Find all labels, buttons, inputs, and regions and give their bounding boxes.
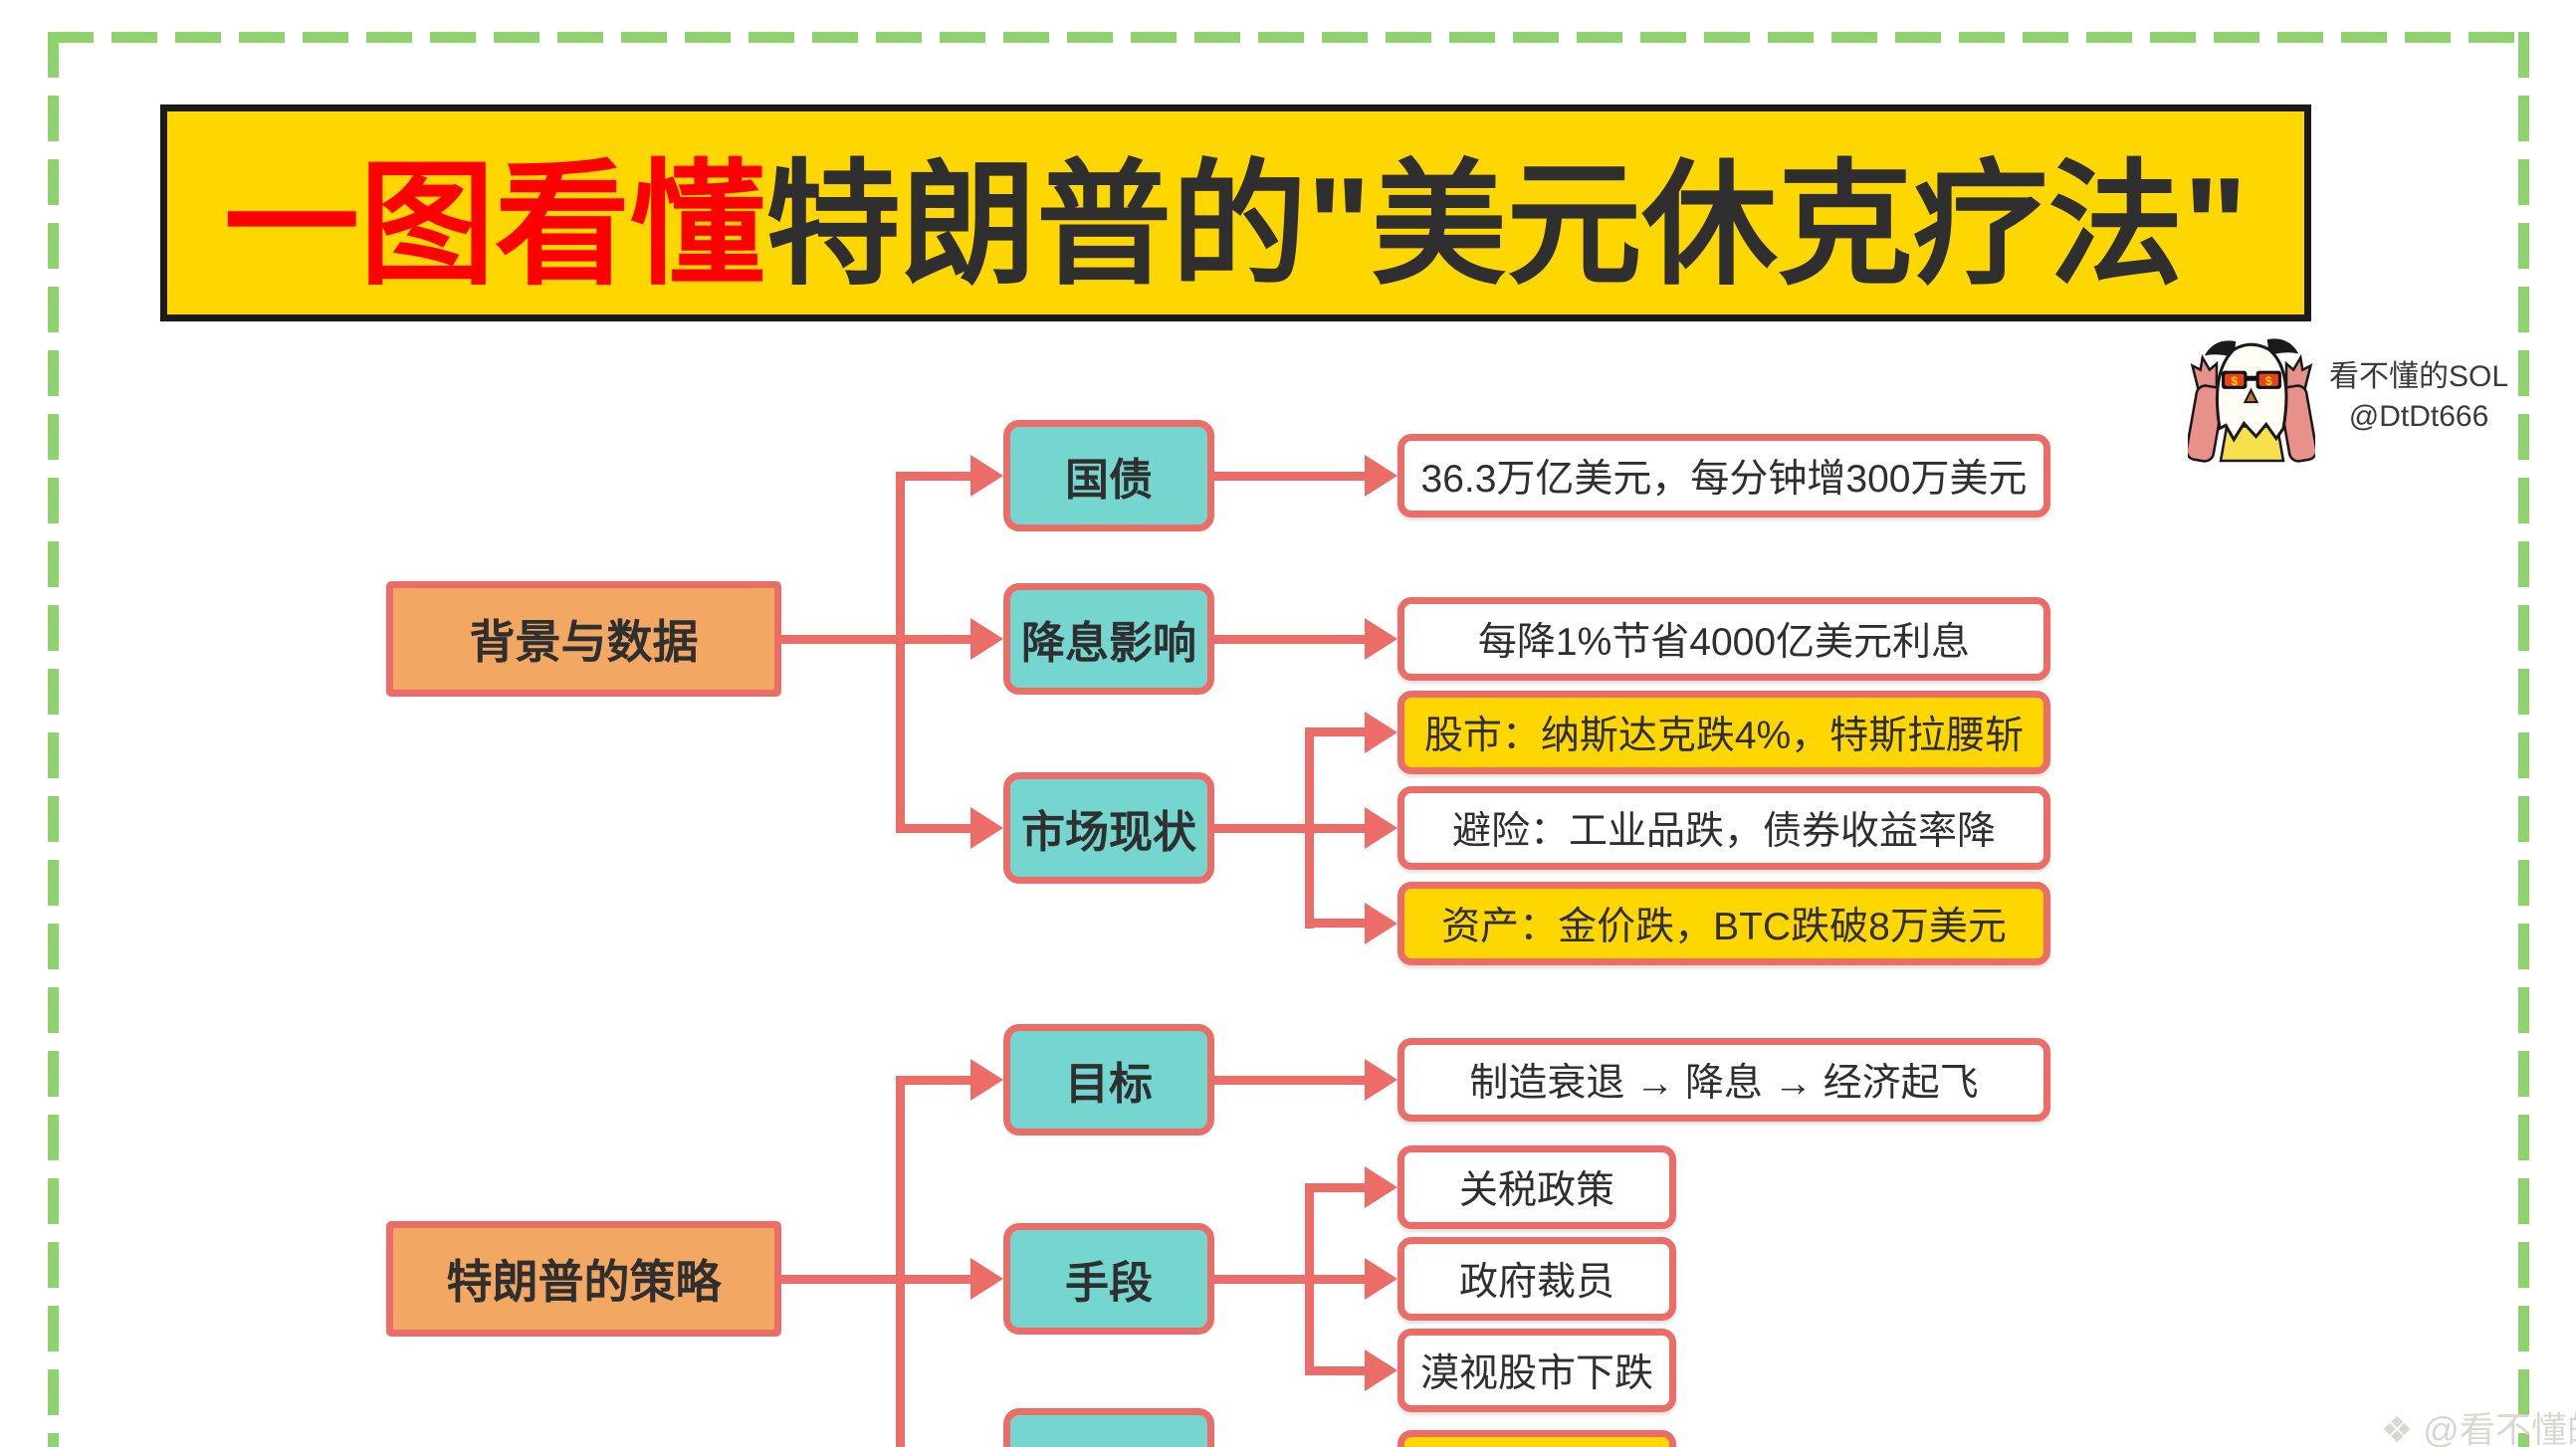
leaf-node-stock-market: 股市：纳斯达克跌4%，特斯拉腰斩 [1397, 691, 2050, 774]
author-badge: $ $ 看不懂的SOL @DtDt666 [2188, 331, 2536, 463]
author-handle: @DtDt666 [2348, 400, 2489, 433]
arrowhead-icon [1365, 618, 1397, 660]
connector-line [1210, 1076, 1368, 1085]
connector-line [900, 1076, 972, 1085]
watermark-text: @看不懂的sol [2423, 1409, 2576, 1447]
arrowhead-icon [1365, 903, 1397, 944]
arrowhead-icon [970, 455, 1003, 497]
connector-line [1309, 1183, 1367, 1192]
connector-line [1309, 824, 1367, 833]
connector-line [1309, 727, 1367, 736]
branch-node-market-status: 市场现状 [1003, 772, 1214, 884]
branch-node-rate-cut-impact: 降息影响 [1003, 583, 1214, 695]
branch-node-partial-cutoff [1003, 1408, 1214, 1447]
author-avatar: $ $ [2188, 338, 2315, 463]
watermark-logo-icon: ❖ [2381, 1409, 2414, 1447]
arrowhead-icon [1365, 1349, 1397, 1391]
arrowhead-icon [1365, 712, 1397, 753]
connector-line [1309, 1275, 1367, 1284]
avatar-sunglasses: $ $ [2222, 370, 2281, 389]
page-title: 一图看懂特朗普的"美元休克疗法" [160, 104, 2311, 321]
avatar-ear-left [2204, 340, 2237, 358]
connector-line [1210, 1275, 1314, 1284]
connector-line [776, 635, 905, 644]
leaf-node-debt-figure: 36.3万亿美元，每分钟增300万美元 [1397, 434, 2050, 517]
connector-line [900, 635, 972, 644]
connector-line [900, 1275, 972, 1284]
leaf-node-ignore-stock-drop: 漠视股市下跌 [1397, 1329, 1676, 1412]
leaf-node-gov-layoffs: 政府裁员 [1397, 1237, 1676, 1321]
arrowhead-icon [1365, 1059, 1397, 1101]
page-title-rest: 特朗普的"美元休克疗法" [765, 148, 2248, 301]
svg-text:$: $ [2265, 374, 2272, 388]
arrowhead-icon [970, 807, 1003, 849]
connector-line [1210, 635, 1368, 644]
leaf-node-rate-savings: 每降1%节省4000亿美元利息 [1397, 597, 2050, 681]
connector-line [896, 1076, 905, 1447]
author-text: 看不懂的SOL @DtDt666 [2329, 357, 2508, 437]
avatar-arms [2188, 353, 2315, 463]
root-node-background: 背景与数据 [386, 581, 781, 697]
connector-line [900, 824, 972, 833]
frame-border-top [48, 32, 2529, 43]
author-name: 看不懂的SOL [2329, 360, 2509, 393]
arrowhead-icon [1365, 455, 1397, 497]
frame-border-left [48, 32, 59, 1447]
connector-line [1309, 1366, 1367, 1375]
leaf-node-tariff-policy: 关税政策 [1397, 1145, 1676, 1229]
connector-line [776, 1275, 905, 1284]
leaf-node-assets: 资产：金价跌，BTC跌破8万美元 [1397, 882, 2050, 965]
leaf-node-safe-haven: 避险：工业品跌，债券收益率降 [1397, 786, 2050, 870]
branch-node-means: 手段 [1003, 1223, 1214, 1335]
frame-border-right [2518, 32, 2529, 1447]
connector-line [900, 472, 972, 481]
connector-line [1210, 472, 1368, 481]
arrowhead-icon [970, 1059, 1003, 1101]
branch-node-goal: 目标 [1003, 1024, 1214, 1136]
avatar-nose [2243, 387, 2259, 404]
arrowhead-icon [1365, 1166, 1397, 1208]
avatar-ear-right [2266, 338, 2299, 356]
connector-line [1210, 824, 1314, 833]
connector-line [896, 472, 905, 833]
leaf-node-recession-plan: 制造衰退 → 降息 → 经济起飞 [1397, 1038, 2050, 1122]
page-title-highlight: 一图看懂 [224, 148, 766, 301]
connector-line [1309, 919, 1367, 928]
root-node-trump-strategy: 特朗普的策略 [386, 1221, 781, 1337]
arrowhead-icon [1365, 807, 1397, 849]
watermark: ❖ @看不懂的sol [2381, 1401, 2576, 1447]
branch-node-national-debt: 国债 [1003, 420, 1214, 531]
leaf-node-partial-cutoff [1397, 1430, 1676, 1447]
arrowhead-icon [1365, 1258, 1397, 1300]
svg-text:$: $ [2231, 374, 2238, 388]
arrowhead-icon [970, 1258, 1003, 1300]
arrowhead-icon [970, 618, 1003, 660]
